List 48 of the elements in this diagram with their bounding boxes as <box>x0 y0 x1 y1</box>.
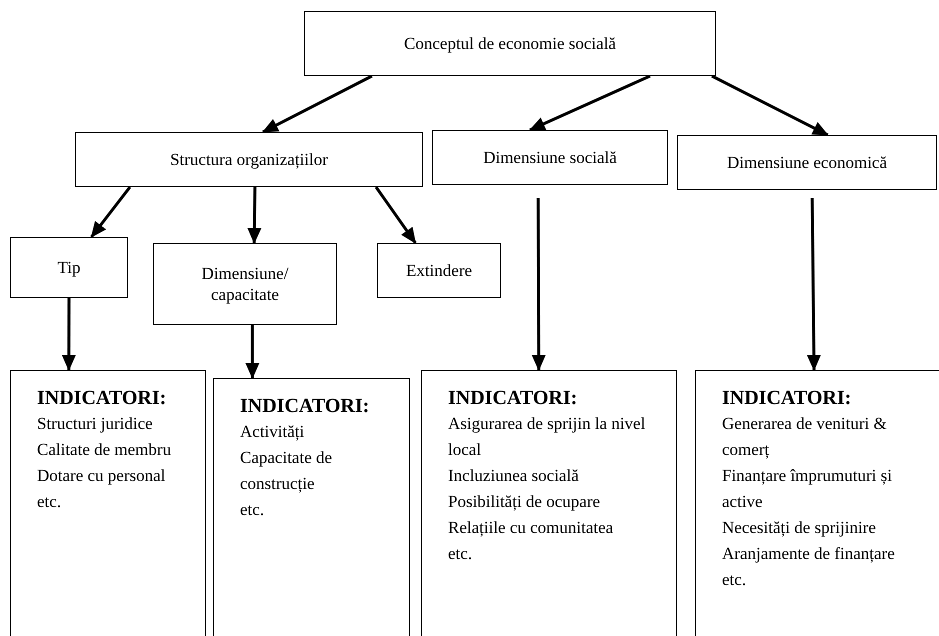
indicator-item: Calitate de membru <box>37 439 172 461</box>
box-title: Dimensiune/ capacitate <box>200 263 290 305</box>
indicator-item: Aranjamente de finanțare <box>722 543 895 565</box>
indicator-item: etc. <box>240 499 264 521</box>
process-box <box>304 11 716 76</box>
indicator-item: Generarea de venituri & comerț <box>722 413 888 461</box>
indicator-box <box>213 378 410 636</box>
arrow <box>262 74 373 134</box>
indicator-box <box>10 370 206 636</box>
indicator-item: Structuri juridice <box>37 413 153 435</box>
box-title: Conceptul de economie socială <box>404 33 616 54</box>
indicator-item: Relațiile cu comunitatea <box>448 517 614 539</box>
process-box <box>432 130 668 185</box>
box-heading: INDICATORI: <box>448 386 578 411</box>
arrow <box>374 186 417 244</box>
arrow <box>529 74 651 132</box>
box-heading: INDICATORI: <box>722 386 852 411</box>
indicator-item: Activități <box>240 421 304 443</box>
process-box <box>677 135 937 190</box>
indicator-item: Dotare cu personal <box>37 465 166 487</box>
box-heading: INDICATORI: <box>240 394 370 419</box>
indicator-box <box>695 370 939 636</box>
box-title: Extindere <box>406 260 472 281</box>
arrow <box>711 74 829 136</box>
arrow <box>247 186 262 244</box>
process-box <box>75 132 423 187</box>
arrow <box>806 198 821 371</box>
box-title: Dimensiune economică <box>726 152 888 173</box>
arrow <box>245 325 260 379</box>
box-title: Structura organizațiilor <box>170 149 328 170</box>
indicator-box <box>421 370 677 636</box>
box-heading: INDICATORI: <box>37 386 166 411</box>
indicator-item: Posibilități de ocupare <box>448 491 600 513</box>
indicator-item: etc. <box>448 543 472 565</box>
arrow <box>90 186 132 238</box>
box-title: Tip <box>57 257 80 278</box>
indicator-item: Finanțare împrumuturi și active <box>722 465 893 513</box>
indicator-item: Necesități de sprijinire <box>722 517 876 539</box>
arrow <box>532 198 546 371</box>
process-box <box>153 243 337 325</box>
indicator-item: Asigurarea de sprijin la nivel local <box>448 413 646 461</box>
indicator-item: etc. <box>37 491 62 513</box>
arrow <box>62 298 76 371</box>
indicator-item: etc. <box>722 569 746 591</box>
indicator-item: Incluziunea socială <box>448 465 579 487</box>
process-box <box>10 237 128 298</box>
box-title: Dimensiune socială <box>483 147 617 168</box>
process-box <box>377 243 501 298</box>
